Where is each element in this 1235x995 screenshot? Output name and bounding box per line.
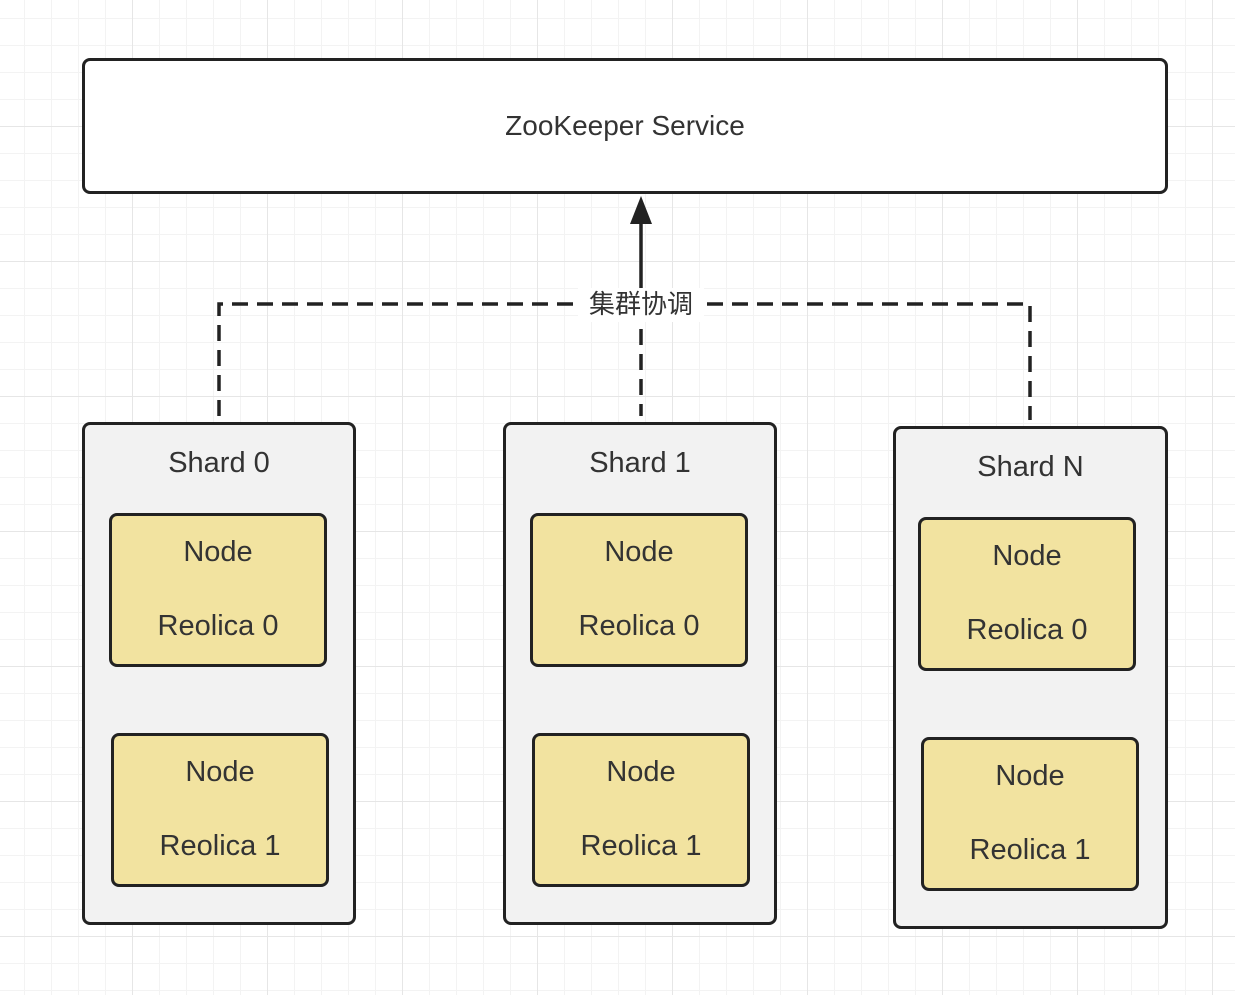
node-label: Node — [604, 536, 674, 568]
node-replica-1: Node Reolica 1 — [532, 733, 750, 887]
replica-label: Reolica 1 — [159, 830, 281, 862]
node-replica-0: Node Reolica 0 — [530, 513, 748, 667]
shard-title: Shard 0 — [168, 447, 270, 479]
node-replica-1: Node Reolica 1 — [111, 733, 329, 887]
arrow-head-icon — [630, 196, 652, 224]
shard-n-box: Shard N Node Reolica 0 Node Reolica 1 — [893, 426, 1168, 929]
replica-label: Reolica 0 — [157, 610, 279, 642]
shard-0-box: Shard 0 Node Reolica 0 Node Reolica 1 — [82, 422, 356, 925]
shard-1-box: Shard 1 Node Reolica 0 Node Reolica 1 — [503, 422, 777, 925]
node-label: Node — [992, 540, 1062, 572]
zookeeper-service-label: ZooKeeper Service — [505, 110, 745, 141]
node-replica-0: Node Reolica 0 — [918, 517, 1136, 671]
dashed-coordination-line — [217, 302, 1032, 420]
replica-label: Reolica 0 — [966, 614, 1088, 646]
node-label: Node — [995, 760, 1065, 792]
node-label: Node — [183, 536, 253, 568]
replica-label: Reolica 1 — [969, 834, 1091, 866]
replica-label: Reolica 0 — [578, 610, 700, 642]
node-label: Node — [606, 756, 676, 788]
cluster-coordination-label: 集群协调 — [578, 288, 704, 322]
shard-title: Shard N — [977, 451, 1084, 483]
zookeeper-service-box: ZooKeeper Service — [82, 58, 1168, 194]
node-label: Node — [185, 756, 255, 788]
node-replica-1: Node Reolica 1 — [921, 737, 1139, 891]
node-replica-0: Node Reolica 0 — [109, 513, 327, 667]
replica-label: Reolica 1 — [580, 830, 702, 862]
shard-title: Shard 1 — [589, 447, 691, 479]
